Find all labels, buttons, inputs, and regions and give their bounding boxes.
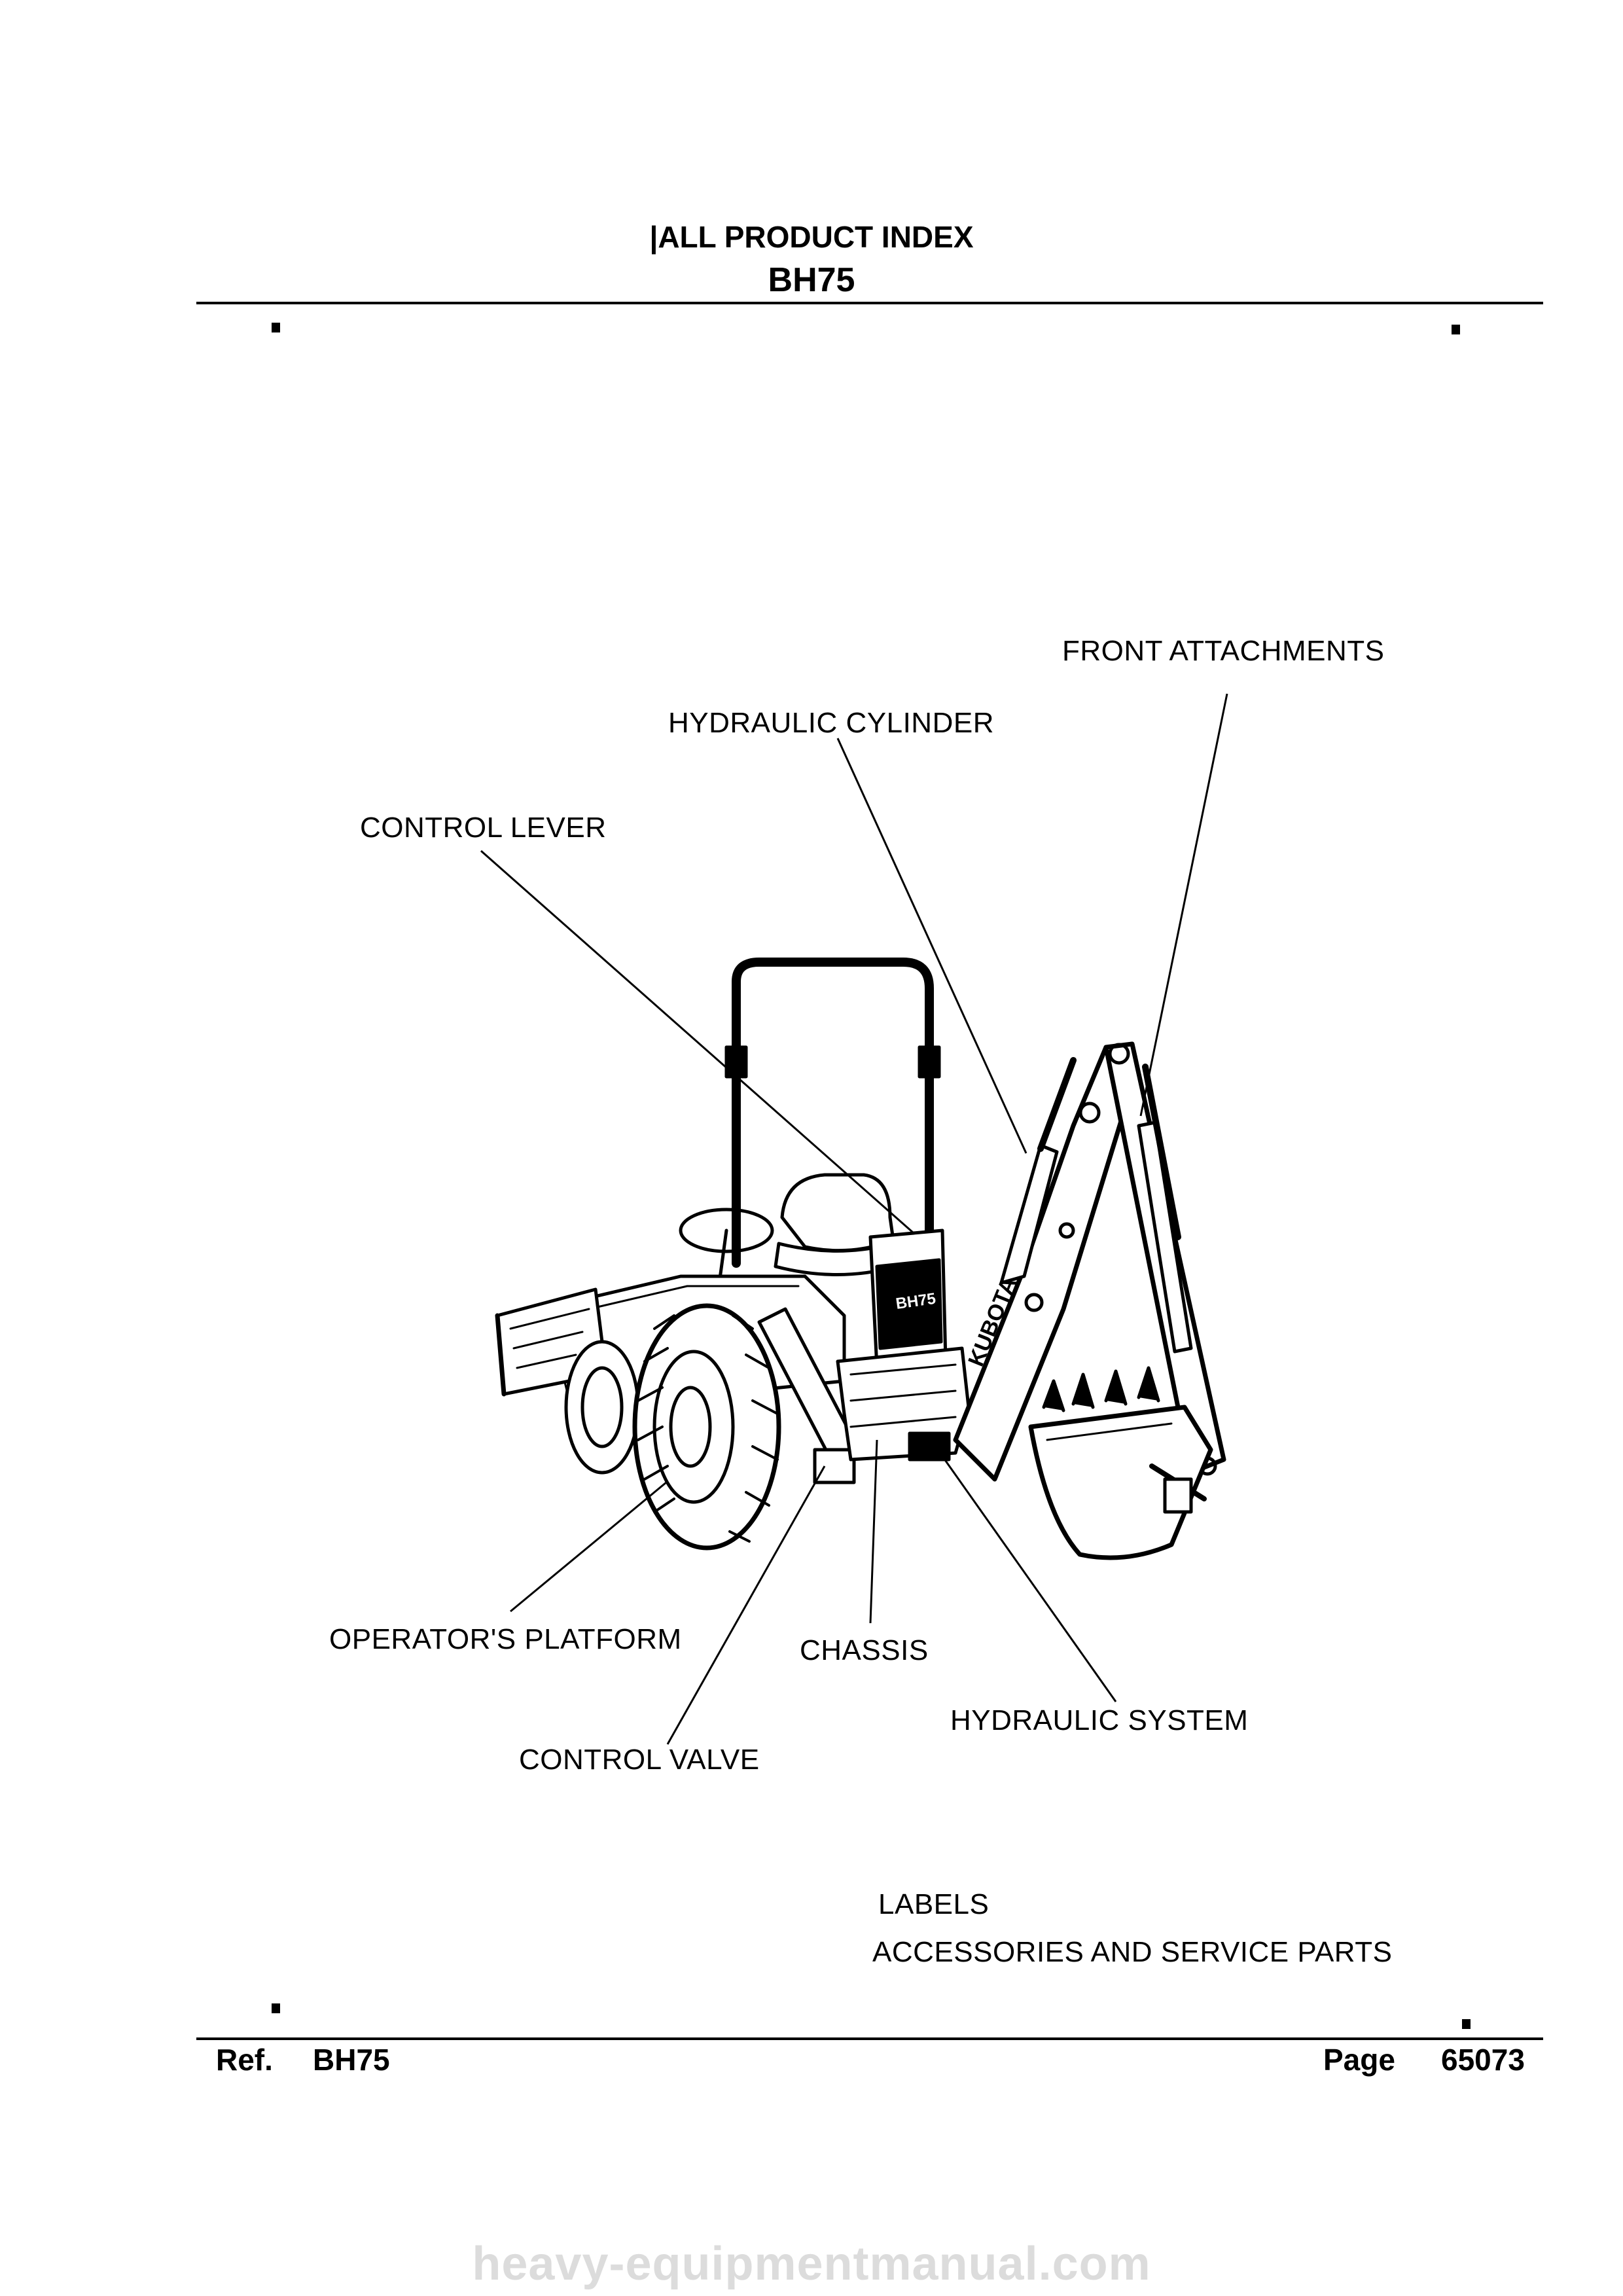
link-hydraulic-system[interactable]: HYDRAULIC SYSTEM <box>950 1704 1249 1736</box>
footer-ref-label: Ref. <box>216 2043 273 2077</box>
link-labels[interactable]: LABELS <box>878 1888 990 1920</box>
footer-page-label: Page <box>1323 2043 1395 2077</box>
link-hydraulic-cylinder[interactable]: HYDRAULIC CYLINDER <box>668 707 994 739</box>
page-title: |ALL PRODUCT INDEX <box>649 220 974 254</box>
leader-operators-platform <box>510 1481 667 1613</box>
link-control-lever[interactable]: CONTROL LEVER <box>360 812 607 844</box>
link-front-attachments[interactable]: FRONT ATTACHMENTS <box>1062 635 1385 667</box>
registration-mark-top-left <box>272 323 280 332</box>
header-rule <box>196 302 1543 304</box>
leader-chassis <box>869 1439 878 1624</box>
model-title: BH75 <box>768 261 855 299</box>
leader-control-valve <box>666 1465 826 1745</box>
link-control-valve[interactable]: CONTROL VALVE <box>519 1744 760 1776</box>
leader-control-lever <box>480 850 914 1234</box>
link-accessories-service-parts[interactable]: ACCESSORIES AND SERVICE PARTS <box>872 1936 1393 1968</box>
registration-mark-bottom-right <box>1462 2019 1471 2029</box>
leader-front-attachments <box>1139 693 1228 1117</box>
watermark: heavy-equipmentmanual.com <box>472 2238 1151 2290</box>
leader-hydraulic-system <box>941 1456 1117 1702</box>
leader-hydraulic-cylinder <box>836 738 1027 1154</box>
footer-rule <box>196 2037 1543 2040</box>
registration-mark-top-right <box>1452 325 1460 334</box>
registration-mark-bottom-left <box>272 2003 280 2013</box>
link-chassis[interactable]: CHASSIS <box>800 1634 929 1666</box>
footer-page-number: 65073 <box>1441 2043 1525 2077</box>
footer-ref-value: BH75 <box>313 2043 390 2077</box>
link-operators-platform[interactable]: OPERATOR'S PLATFORM <box>329 1623 682 1655</box>
